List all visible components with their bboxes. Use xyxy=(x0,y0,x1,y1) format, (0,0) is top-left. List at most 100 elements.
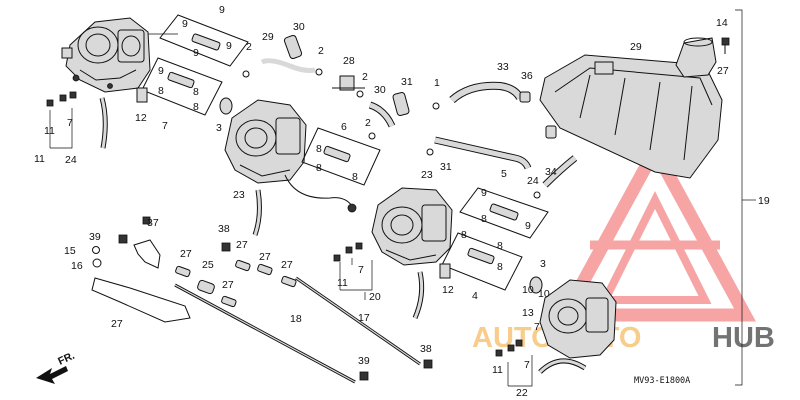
callout: 9 xyxy=(525,220,531,232)
callout: 2 xyxy=(362,71,368,83)
callout: 8 xyxy=(193,101,199,113)
callout: 30 xyxy=(293,21,305,33)
callouts: 9 9 9 9 2 30 29 2 28 2 31 30 2 1 33 36 2… xyxy=(34,4,770,399)
callout: 16 xyxy=(71,260,83,272)
screws-14-17 xyxy=(92,246,102,268)
callout: 24 xyxy=(65,154,77,166)
shaft-16 xyxy=(174,283,356,384)
callout: 37 xyxy=(147,217,159,229)
hose-30-top xyxy=(260,58,316,73)
hose-22 xyxy=(99,97,108,149)
callout: 8 xyxy=(316,162,322,174)
watermark-text: AUTO MOTO HUB xyxy=(472,322,775,354)
air-chamber-29 xyxy=(539,54,723,179)
callout: 17 xyxy=(358,312,370,324)
watermark-logo xyxy=(554,136,756,322)
bracket-37 xyxy=(133,216,161,269)
callout: 19 xyxy=(758,195,770,207)
callout: 27 xyxy=(236,239,248,251)
hose-20 xyxy=(412,271,425,319)
joint-box-4-mid xyxy=(441,232,523,291)
callout: 20 xyxy=(369,291,381,303)
callout: 23 xyxy=(233,189,245,201)
leader-lines xyxy=(49,33,533,387)
callout: 15 xyxy=(64,245,76,257)
bracket-18 xyxy=(735,9,756,386)
callout: 8 xyxy=(481,213,487,225)
joint-box-5-top xyxy=(159,14,249,67)
plug-36 xyxy=(519,91,531,103)
callout: 10 xyxy=(538,288,550,300)
callout: 13 xyxy=(522,307,534,319)
callout: 28 xyxy=(343,55,355,67)
callout: 39 xyxy=(358,355,370,367)
callout: 31 xyxy=(440,161,452,173)
hose-31-mid xyxy=(392,91,410,117)
callout: 22 xyxy=(516,387,528,399)
callout: 12 xyxy=(442,284,454,296)
callout: 38 xyxy=(218,223,230,235)
drawing-code: MV93-E1800A xyxy=(634,376,690,386)
watermark-text-hub: HUB xyxy=(712,322,775,354)
callout: 9 xyxy=(182,18,188,30)
callout: 9 xyxy=(219,4,225,16)
callout: 8 xyxy=(461,229,467,241)
callout: 3 xyxy=(216,122,222,134)
callout: 39 xyxy=(89,231,101,243)
callout: 27 xyxy=(222,279,234,291)
callout: 11 xyxy=(44,125,55,137)
callout: 3 xyxy=(540,258,546,270)
callout: 27 xyxy=(717,65,729,77)
callout: 30 xyxy=(374,84,386,96)
hose-30-mid xyxy=(368,101,396,128)
callout: 9 xyxy=(481,187,487,199)
hose-32 xyxy=(434,136,532,170)
callout: 11 xyxy=(492,364,503,376)
callout: 9 xyxy=(193,47,199,59)
callout: 29 xyxy=(262,31,274,43)
washer-3-bottom xyxy=(529,276,543,294)
callout: 31 xyxy=(401,76,413,88)
shaft-15 xyxy=(295,276,421,366)
callout: 27 xyxy=(281,259,293,271)
callout: 11 xyxy=(34,153,45,165)
callout: 2 xyxy=(318,45,324,57)
callout: 36 xyxy=(521,70,533,82)
callout: 8 xyxy=(497,261,503,273)
carburetor-3 xyxy=(371,187,453,266)
nuts-38-39 xyxy=(118,234,433,381)
callout: 12 xyxy=(135,112,147,124)
callout: 27 xyxy=(111,318,123,330)
collars-27 xyxy=(175,259,297,308)
callout: 2 xyxy=(246,41,252,53)
carburetor-4 xyxy=(539,279,617,359)
clips-2-23 xyxy=(242,68,541,199)
callout: 23 xyxy=(421,169,433,181)
hose-34 xyxy=(542,155,578,188)
callout: 27 xyxy=(180,248,192,260)
callout: 29 xyxy=(630,41,642,53)
carburetor-1 xyxy=(61,17,151,93)
callout: 8 xyxy=(497,240,503,252)
spring-12-mid xyxy=(439,263,451,279)
hose-21 xyxy=(252,189,262,236)
joint-box-6 xyxy=(301,127,381,186)
callout: 7 xyxy=(534,321,540,333)
callout: 25 xyxy=(202,259,214,271)
callout: 8 xyxy=(158,85,164,97)
callout: 8 xyxy=(193,86,199,98)
callout: 7 xyxy=(67,117,73,129)
callout: 4 xyxy=(472,290,478,302)
callout: 27 xyxy=(259,251,271,263)
callout: 7 xyxy=(162,120,168,132)
fitting-28 xyxy=(332,75,365,91)
hose-19 xyxy=(538,358,587,374)
hose-31-top xyxy=(283,34,303,60)
callout: 24 xyxy=(527,175,539,187)
carburetor-2 xyxy=(224,99,357,213)
callout: 5 xyxy=(501,168,507,180)
orientation-label: FR. xyxy=(56,350,76,368)
funnel-26 xyxy=(675,37,717,78)
